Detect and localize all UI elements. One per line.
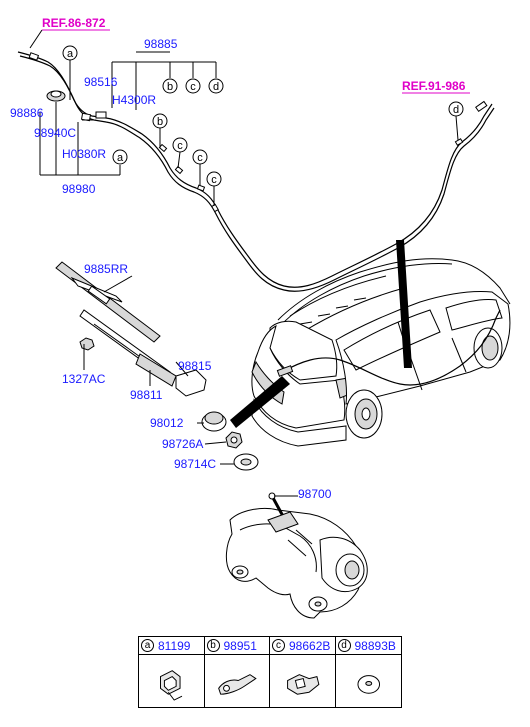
part-label-98940C[interactable]: 98940C: [34, 126, 76, 140]
legend-letter-d: d: [337, 639, 351, 652]
reference-label-right[interactable]: REF.91-986: [402, 79, 466, 93]
part-label-9885RR[interactable]: 9885RR: [84, 262, 128, 276]
part-label-98815[interactable]: 98815: [178, 359, 212, 373]
svg-text:c: c: [211, 174, 217, 186]
callout-a-lower[interactable]: a: [112, 149, 128, 165]
legend-part-c: 98662B: [289, 638, 331, 653]
vehicle-illustration: [251, 258, 511, 447]
svg-text:a: a: [117, 152, 124, 164]
callout-b-hose[interactable]: b: [152, 113, 168, 129]
svg-text:a: a: [67, 48, 74, 60]
legend-letter-b: b: [206, 639, 220, 652]
part-label-98700[interactable]: 98700: [298, 487, 332, 501]
clip-c1-icon: [174, 165, 184, 175]
part-label-98726A[interactable]: 98726A: [162, 437, 203, 451]
wiper-arm-cap-icon: [175, 369, 207, 397]
svg-text:b: b: [167, 81, 173, 93]
callout-a-top[interactable]: a: [62, 45, 78, 61]
clip-98662B-icon: [287, 674, 320, 695]
part-label-H4300R[interactable]: H4300R: [112, 93, 156, 107]
wiper-motor-assembly: [225, 492, 368, 619]
legend-table: a 81199 b 98951 c 98662B d 98893B: [138, 636, 402, 708]
legend-header-a[interactable]: a 81199: [139, 637, 205, 655]
clip-d-icon: [454, 138, 464, 146]
part-label-98885[interactable]: 98885: [144, 37, 178, 51]
svg-text:c: c: [197, 152, 203, 164]
pointer-to-motor: [230, 376, 290, 428]
cap-98893B-icon: [356, 675, 380, 694]
svg-text:c: c: [177, 140, 183, 152]
wiper-arm-98811: [79, 309, 177, 387]
callout-lines-upper: [39, 51, 459, 206]
legend-header-d[interactable]: d 98893B: [335, 637, 401, 655]
svg-text:b: b: [157, 116, 163, 128]
hose-end-connector-icon: [475, 100, 488, 113]
pointer-to-vehicle: [396, 240, 412, 368]
part-label-H0380R[interactable]: H0380R: [62, 147, 106, 161]
legend-image-c: [270, 655, 336, 707]
hose-joint-icon: [95, 111, 107, 119]
clip-c3-icon: [211, 203, 219, 213]
part-label-98811[interactable]: 98811: [130, 388, 163, 402]
part-label-1327AC[interactable]: 1327AC: [62, 372, 106, 386]
svg-text:d: d: [453, 104, 459, 116]
callout-b-bracket[interactable]: b: [162, 78, 178, 94]
reference-label-left[interactable]: REF.86-872: [42, 16, 106, 30]
clip-c2-icon: [196, 184, 206, 192]
nozzle-icon: [28, 52, 40, 61]
legend-header-c[interactable]: c 98662B: [270, 637, 336, 655]
legend-part-b: 98951: [223, 638, 257, 653]
callout-d-bracket[interactable]: d: [208, 78, 224, 94]
svg-text:d: d: [213, 81, 219, 93]
nut-icon: [79, 337, 95, 351]
callout-c-hose-3[interactable]: c: [206, 171, 222, 187]
legend-image-d: [336, 655, 402, 707]
callout-lines-lower: [83, 275, 298, 497]
cap-98012-icon: [201, 411, 227, 432]
clip-81199-icon: [160, 670, 183, 701]
legend-image-a: [139, 655, 205, 707]
part-label-98012[interactable]: 98012: [150, 416, 184, 430]
callout-c-hose-2[interactable]: c: [192, 149, 208, 165]
wiper-blade-9885RR: [55, 261, 161, 343]
callout-c-hose-1[interactable]: c: [172, 137, 188, 153]
part-label-98516[interactable]: 98516: [84, 75, 118, 89]
legend-image-b: [205, 655, 270, 707]
legend-part-a: 81199: [158, 638, 191, 653]
legend-letter-a: a: [141, 639, 154, 652]
legend-letter-c: c: [272, 639, 285, 652]
nut-98726A-icon: [225, 431, 243, 449]
clip-98951-icon: [217, 674, 257, 695]
callout-c-bracket[interactable]: c: [185, 78, 201, 94]
callout-d-hose[interactable]: d: [448, 101, 464, 117]
clip-b-icon: [158, 143, 168, 153]
part-label-98886[interactable]: 98886: [10, 106, 44, 120]
reference-leader-left: [29, 29, 43, 49]
legend-part-d: 98893B: [354, 638, 396, 653]
grommet-98714C-icon: [233, 453, 259, 471]
part-label-98714C[interactable]: 98714C: [174, 457, 216, 471]
part-label-98980[interactable]: 98980: [62, 182, 96, 196]
svg-text:c: c: [190, 81, 196, 93]
legend-header-b[interactable]: b 98951: [204, 637, 270, 655]
